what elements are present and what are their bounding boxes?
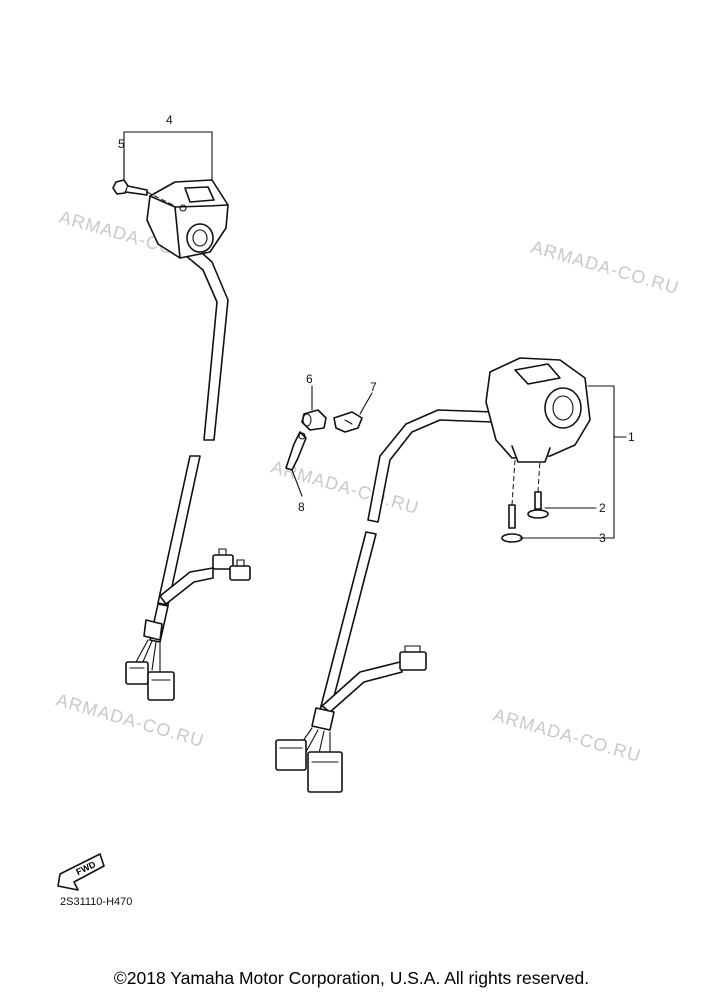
callout-4: 4 <box>166 113 173 127</box>
watermark-5: ARMADA-CO.RU <box>491 705 644 766</box>
callout-2: 2 <box>599 501 606 515</box>
copyright-footer: ©2018 Yamaha Motor Corporation, U.S.A. A… <box>113 968 590 988</box>
left-handlebar-switch <box>112 179 251 701</box>
callout-8: 8 <box>298 500 305 514</box>
watermark-2: ARMADA-CO.RU <box>529 237 682 298</box>
watermark-4: ARMADA-CO.RU <box>54 690 207 751</box>
callout-1: 1 <box>628 430 635 444</box>
callout-6: 6 <box>306 372 313 386</box>
callouts-right: 1 2 3 <box>519 385 635 545</box>
callouts-left: 4 5 <box>118 113 213 181</box>
callout-5: 5 <box>118 137 125 151</box>
callout-7: 7 <box>370 380 377 394</box>
small-parts: 6 7 8 <box>285 372 377 514</box>
callout-3: 3 <box>599 531 606 545</box>
fwd-arrow-icon: FWD <box>57 853 105 891</box>
right-handlebar-switch <box>275 357 591 793</box>
diagram-code: 2S31110-H470 <box>60 896 132 908</box>
